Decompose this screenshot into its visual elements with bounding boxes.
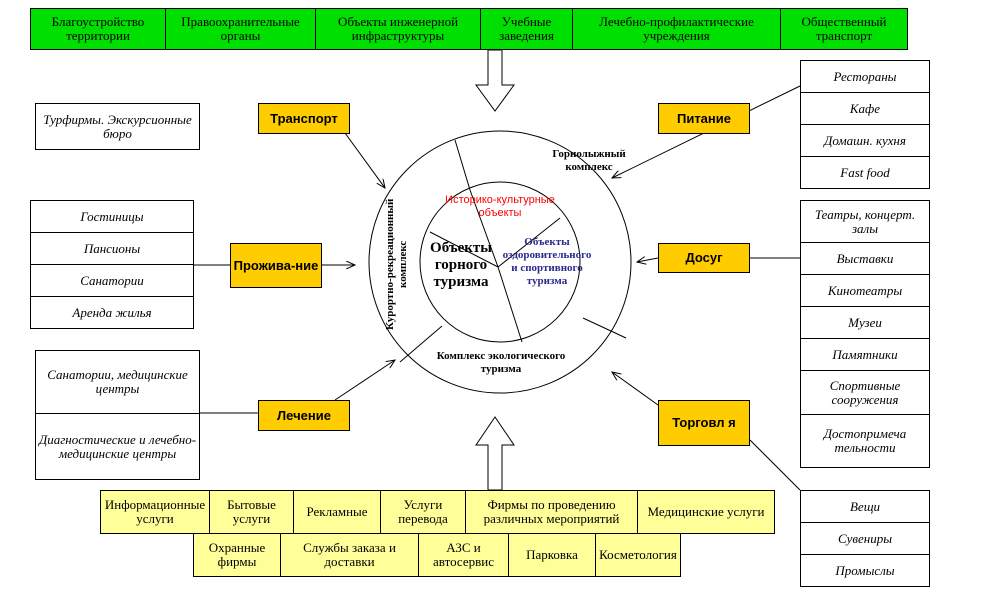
top-item: Общественный транспорт — [780, 8, 908, 50]
service-item: Услуги перевода — [380, 490, 466, 534]
historic-label: Историко-культурные объекты — [445, 194, 555, 219]
living-item: Пансионы — [30, 232, 194, 265]
treatment-item: Санатории, медицинские центры — [35, 350, 200, 414]
food-item: Домашн. кухня — [800, 124, 930, 157]
service-item: Фирмы по проведению различных мероприяти… — [465, 490, 638, 534]
trade-item: Сувениры — [800, 522, 930, 555]
living-item: Аренда жилья — [30, 296, 194, 329]
blue-label: Объекты оздоровительного и спортивного т… — [502, 236, 592, 287]
leisure-item: Музеи — [800, 306, 930, 339]
trade-item: Вещи — [800, 490, 930, 523]
service-item: Парковка — [508, 533, 596, 577]
treatment-item: Диагностические и лечебно-медицинские це… — [35, 413, 200, 480]
trade-item: Промыслы — [800, 554, 930, 587]
arrow-up-icon — [475, 416, 515, 491]
category-food: Питание — [658, 103, 750, 134]
service-item: Рекламные — [293, 490, 381, 534]
service-item: Косметология — [595, 533, 681, 577]
living-item: Гостиницы — [30, 200, 194, 233]
category-living: Прожива-ние — [230, 243, 322, 288]
service-item: Информационные услуги — [100, 490, 210, 534]
top-item: Благоустройство территории — [30, 8, 166, 50]
category-transport: Транспорт — [258, 103, 350, 134]
outer-ring — [368, 130, 632, 394]
top-item: Правоохранительные органы — [165, 8, 316, 50]
top-item: Лечебно-профилактические учреждения — [572, 8, 781, 50]
service-item: Бытовые услуги — [209, 490, 294, 534]
living-item: Санатории — [30, 264, 194, 297]
food-item: Рестораны — [800, 60, 930, 93]
top-item: Учебные заведения — [480, 8, 573, 50]
food-item: Кафе — [800, 92, 930, 125]
inner-ring — [419, 181, 581, 343]
leisure-item: Выставки — [800, 242, 930, 275]
leisure-item: Кинотеатры — [800, 274, 930, 307]
top-item: Объекты инженерной инфраструктуры — [315, 8, 481, 50]
leisure-item: Спортивные сооружения — [800, 370, 930, 415]
service-item: АЗС и автосервис — [418, 533, 509, 577]
resort-label: Курортно-рекреационный комплекс — [384, 198, 409, 331]
category-trade: Торговл я — [658, 400, 750, 446]
arrow-down-icon — [475, 49, 515, 112]
category-leisure: Досуг — [658, 243, 750, 273]
food-item: Fast food — [800, 156, 930, 189]
service-item: Охранные фирмы — [193, 533, 281, 577]
eco-label: Комплекс экологического туризма — [436, 350, 566, 375]
service-item: Службы заказа и доставки — [280, 533, 419, 577]
leisure-item: Памятники — [800, 338, 930, 371]
leisure-item: Достопримеча тельности — [800, 414, 930, 468]
category-treatment: Лечение — [258, 400, 350, 431]
ski-label: Горнолыжный комплекс — [552, 148, 626, 173]
service-item: Медицинские услуги — [637, 490, 775, 534]
center-label: Объекты горного туризма — [430, 240, 492, 290]
leisure-item: Театры, концерт. залы — [800, 200, 930, 243]
transport-item: Турфирмы. Экскурсионные бюро — [35, 103, 200, 150]
